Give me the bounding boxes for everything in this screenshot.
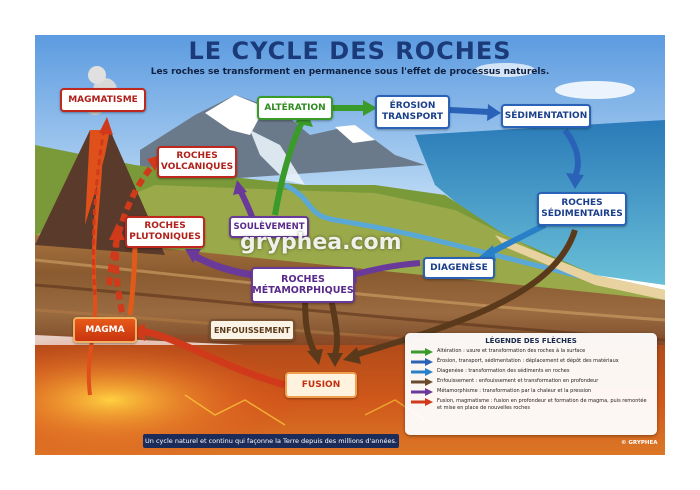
legend-arrow-icon — [411, 368, 433, 376]
legend-item: Fusion, magmatisme : fusion en profondeu… — [411, 398, 651, 411]
node-magma: MAGMA — [73, 317, 137, 343]
legend-list: Altération : usure et transformation des… — [411, 348, 651, 411]
node-alteration: ALTÉRATION — [257, 96, 333, 120]
legend-item-text: Diagenèse : transformation des sédiments… — [437, 368, 570, 374]
node-roches-metamorphiques: ROCHES MÉTAMORPHIQUES — [251, 267, 355, 303]
legend-arrow-icon — [411, 348, 433, 356]
page-title: LE CYCLE DES ROCHES — [188, 37, 512, 65]
legend-arrow-icon — [411, 358, 433, 366]
legend-title: LÉGENDE DES FLÈCHES — [485, 337, 577, 345]
node-sedimentation: SÉDIMENTATION — [501, 104, 591, 128]
legend-item: Métamorphisme : transformation par la ch… — [411, 388, 651, 396]
legend-item: Enfouissement : enfouissement et transfo… — [411, 378, 651, 386]
node-magmatisme: MAGMATISME — [60, 88, 146, 112]
node-fusion: FUSION — [285, 372, 357, 398]
node-roches-plutoniques: ROCHES PLUTONIQUES — [125, 216, 205, 248]
arrow-legend: LÉGENDE DES FLÈCHES Altération : usure e… — [405, 333, 657, 435]
rock-cycle-poster: LE CYCLE DES ROCHES Les roches se transf… — [35, 35, 665, 455]
page-subtitle: Les roches se transforment en permanence… — [150, 67, 550, 77]
legend-arrow-icon — [411, 378, 433, 386]
legend-item-text: Enfouissement : enfouissement et transfo… — [437, 378, 599, 384]
legend-item: Érosion, transport, sédimentation : dépl… — [411, 358, 651, 366]
node-erosion-transport: ÉROSION TRANSPORT — [375, 95, 450, 129]
legend-arrow-icon — [411, 398, 433, 406]
footer-caption: Un cycle naturel et continu qui façonne … — [143, 434, 399, 448]
legend-item-text: Altération : usure et transformation des… — [437, 348, 586, 354]
legend-arrow-icon — [411, 388, 433, 396]
node-roches-volcaniques: ROCHES VOLCANIQUES — [157, 146, 237, 178]
legend-item-text: Érosion, transport, sédimentation : dépl… — [437, 358, 619, 364]
node-diagenese: DIAGENÈSE — [423, 257, 495, 279]
legend-item: Diagenèse : transformation des sédiments… — [411, 368, 651, 376]
copyright: © GRYPHEA — [621, 440, 658, 446]
legend-item: Altération : usure et transformation des… — [411, 348, 651, 356]
node-enfouissement: ENFOUISSEMENT — [209, 319, 295, 341]
watermark: gryphea.com — [240, 230, 402, 255]
legend-item-text: Métamorphisme : transformation par la ch… — [437, 388, 592, 394]
legend-item-text: Fusion, magmatisme : fusion en profondeu… — [437, 398, 647, 411]
node-soulevement: SOULÈVEMENT — [229, 216, 309, 238]
node-roches-sedimentaires: ROCHES SÉDIMENTAIRES — [537, 192, 627, 226]
